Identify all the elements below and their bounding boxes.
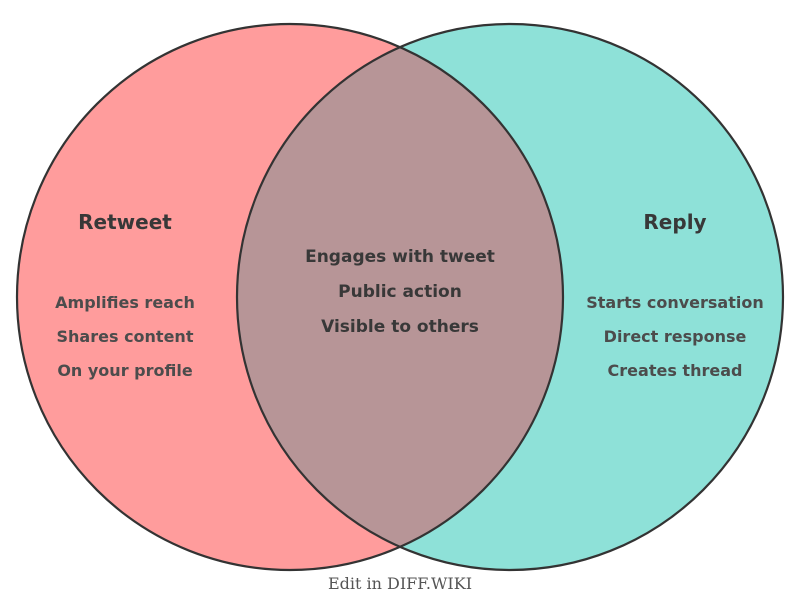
list-item: On your profile bbox=[57, 361, 193, 380]
list-item: Starts conversation bbox=[586, 293, 764, 312]
edit-in-diffwiki-link[interactable]: Edit in DIFF.WIKI bbox=[327, 574, 473, 593]
list-item: Public action bbox=[338, 282, 462, 302]
right-circle-title: Reply bbox=[643, 210, 707, 234]
left-circle-title: Retweet bbox=[78, 210, 172, 234]
list-item: Direct response bbox=[603, 327, 747, 346]
left-circle-items: Amplifies reach Shares content On your p… bbox=[15, 286, 235, 388]
intersection-items: Engages with tweet Public action Visible… bbox=[290, 240, 510, 345]
list-item: Amplifies reach bbox=[55, 293, 195, 312]
list-item: Visible to others bbox=[321, 317, 479, 337]
list-item: Shares content bbox=[56, 327, 194, 346]
right-circle-outline bbox=[235, 22, 785, 572]
list-item: Engages with tweet bbox=[305, 247, 495, 267]
left-circle-outline bbox=[15, 22, 565, 572]
right-circle-items: Starts conversation Direct response Crea… bbox=[565, 286, 785, 388]
intersection-shape bbox=[237, 47, 563, 547]
list-item: Creates thread bbox=[607, 361, 743, 380]
